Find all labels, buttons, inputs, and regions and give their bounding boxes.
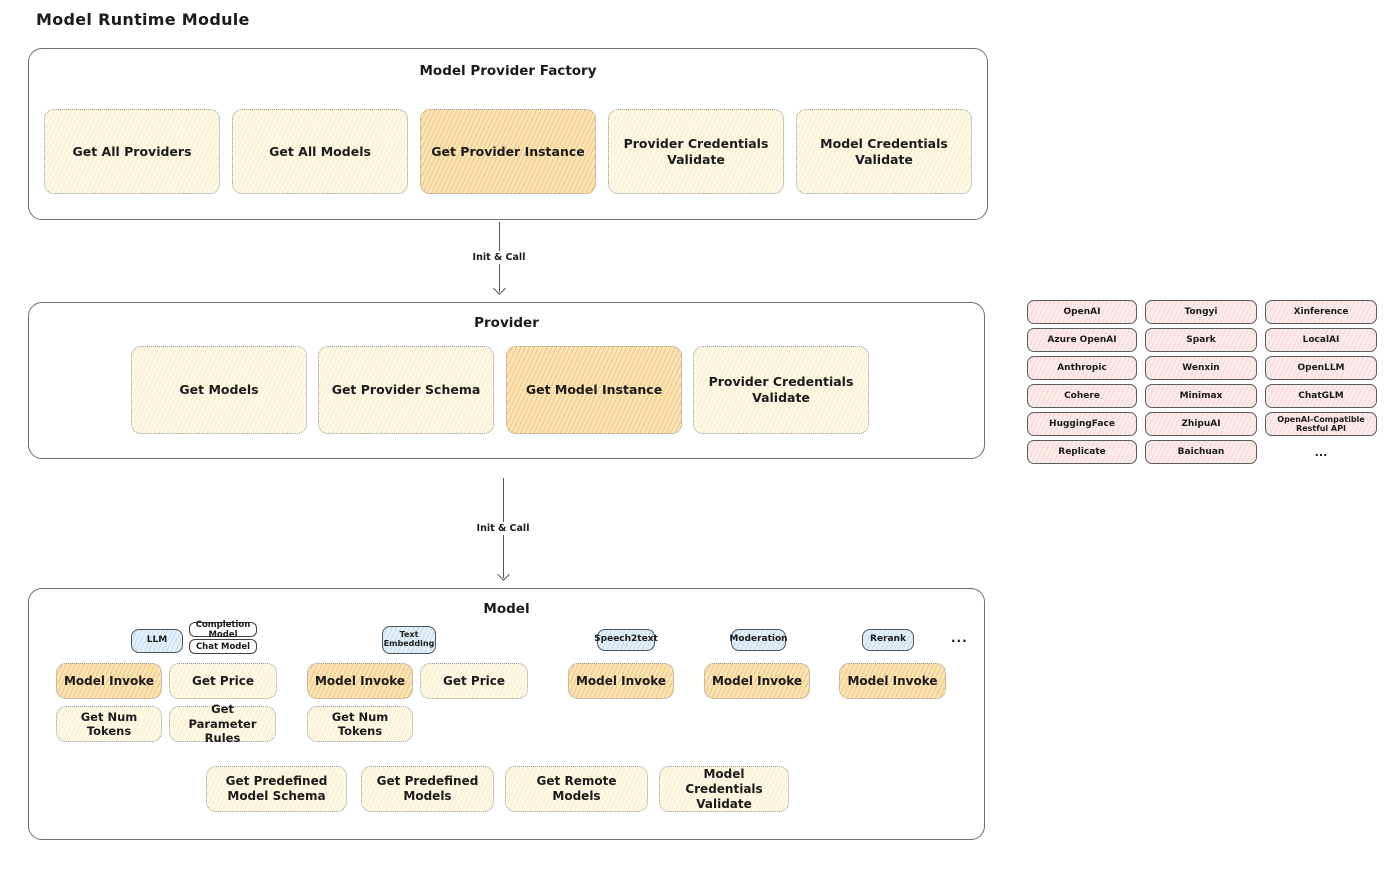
model-section: Model LLM Completion Model Chat Model Te… xyxy=(28,588,985,840)
page-title: Model Runtime Module xyxy=(36,10,250,29)
arrow-label-init-call-2: Init & Call xyxy=(472,522,534,535)
provider-method-get-model-instance: Get Model Instance xyxy=(506,346,682,434)
provider-item-openai: OpenAI xyxy=(1027,300,1137,324)
provider-list-more-ellipsis: ... xyxy=(1314,445,1328,459)
provider-item-cohere: Cohere xyxy=(1027,384,1137,408)
provider-title: Provider xyxy=(474,315,539,331)
provider-list: OpenAI Tongyi Xinference Azure OpenAI Sp… xyxy=(1027,300,1377,464)
subtag-completion-model: Completion Model xyxy=(189,620,257,640)
provider-item-spark: Spark xyxy=(1145,328,1257,352)
factory-method-provider-credentials-validate: Provider Credentials Validate xyxy=(608,109,784,194)
llm-method-get-num-tokens: Get Num Tokens xyxy=(56,706,162,742)
subtag-chat-model: Chat Model xyxy=(189,639,257,654)
provider-section: Provider Get Models Get Provider Schema … xyxy=(28,302,985,459)
model-method-get-remote-models: Get Remote Models xyxy=(505,766,648,812)
factory-method-get-provider-instance: Get Provider Instance xyxy=(420,109,596,194)
model-tags-more-ellipsis: ... xyxy=(951,631,968,645)
provider-item-openai-compatible: OpenAI-Compatible Restful API xyxy=(1265,412,1377,436)
model-method-get-predefined-model-schema: Get Predefined Model Schema xyxy=(206,766,347,812)
tag-rerank: Rerank xyxy=(862,629,914,651)
provider-item-baichuan: Baichuan xyxy=(1145,440,1257,464)
llm-method-get-price: Get Price xyxy=(169,663,277,699)
factory-method-model-credentials-validate: Model Credentials Validate xyxy=(796,109,972,194)
provider-item-anthropic: Anthropic xyxy=(1027,356,1137,380)
provider-method-get-provider-schema: Get Provider Schema xyxy=(318,346,494,434)
factory-section: Model Provider Factory Get All Providers… xyxy=(28,48,988,220)
factory-method-get-all-providers: Get All Providers xyxy=(44,109,220,194)
provider-method-provider-credentials-validate: Provider Credentials Validate xyxy=(693,346,869,434)
provider-item-minimax: Minimax xyxy=(1145,384,1257,408)
llm-method-get-parameter-rules: Get Parameter Rules xyxy=(169,702,276,745)
provider-method-get-models: Get Models xyxy=(131,346,307,434)
llm-method-model-invoke: Model Invoke xyxy=(56,663,162,699)
moderation-method-model-invoke: Model Invoke xyxy=(704,663,810,699)
factory-title: Model Provider Factory xyxy=(419,63,597,79)
tag-llm: LLM xyxy=(131,629,183,653)
provider-item-tongyi: Tongyi xyxy=(1145,300,1257,324)
provider-item-xinference: Xinference xyxy=(1265,300,1377,324)
provider-item-huggingface: HuggingFace xyxy=(1027,412,1137,436)
tag-moderation: Moderation xyxy=(729,629,788,651)
model-title: Model xyxy=(483,601,530,617)
tag-text-embedding: Text Embedding xyxy=(382,626,436,654)
provider-item-wenxin: Wenxin xyxy=(1145,356,1257,380)
text-embedding-method-model-invoke: Model Invoke xyxy=(307,663,413,699)
text-embedding-method-get-num-tokens: Get Num Tokens xyxy=(307,706,413,742)
provider-item-chatglm: ChatGLM xyxy=(1265,384,1377,408)
provider-item-azure-openai: Azure OpenAI xyxy=(1027,328,1137,352)
speech2text-method-model-invoke: Model Invoke xyxy=(568,663,674,699)
model-method-get-predefined-models: Get Predefined Models xyxy=(361,766,494,812)
tag-speech2text: Speech2text xyxy=(594,629,658,651)
factory-method-get-all-models: Get All Models xyxy=(232,109,408,194)
provider-item-openllm: OpenLLM xyxy=(1265,356,1377,380)
arrow-label-init-call-1: Init & Call xyxy=(468,251,530,264)
rerank-method-model-invoke: Model Invoke xyxy=(839,663,946,699)
provider-item-localai: LocalAI xyxy=(1265,328,1377,352)
model-method-model-credentials-validate: Model Credentials Validate xyxy=(659,766,789,812)
provider-item-zhipuai: ZhipuAI xyxy=(1145,412,1257,436)
text-embedding-method-get-price: Get Price xyxy=(420,663,528,699)
provider-item-replicate: Replicate xyxy=(1027,440,1137,464)
